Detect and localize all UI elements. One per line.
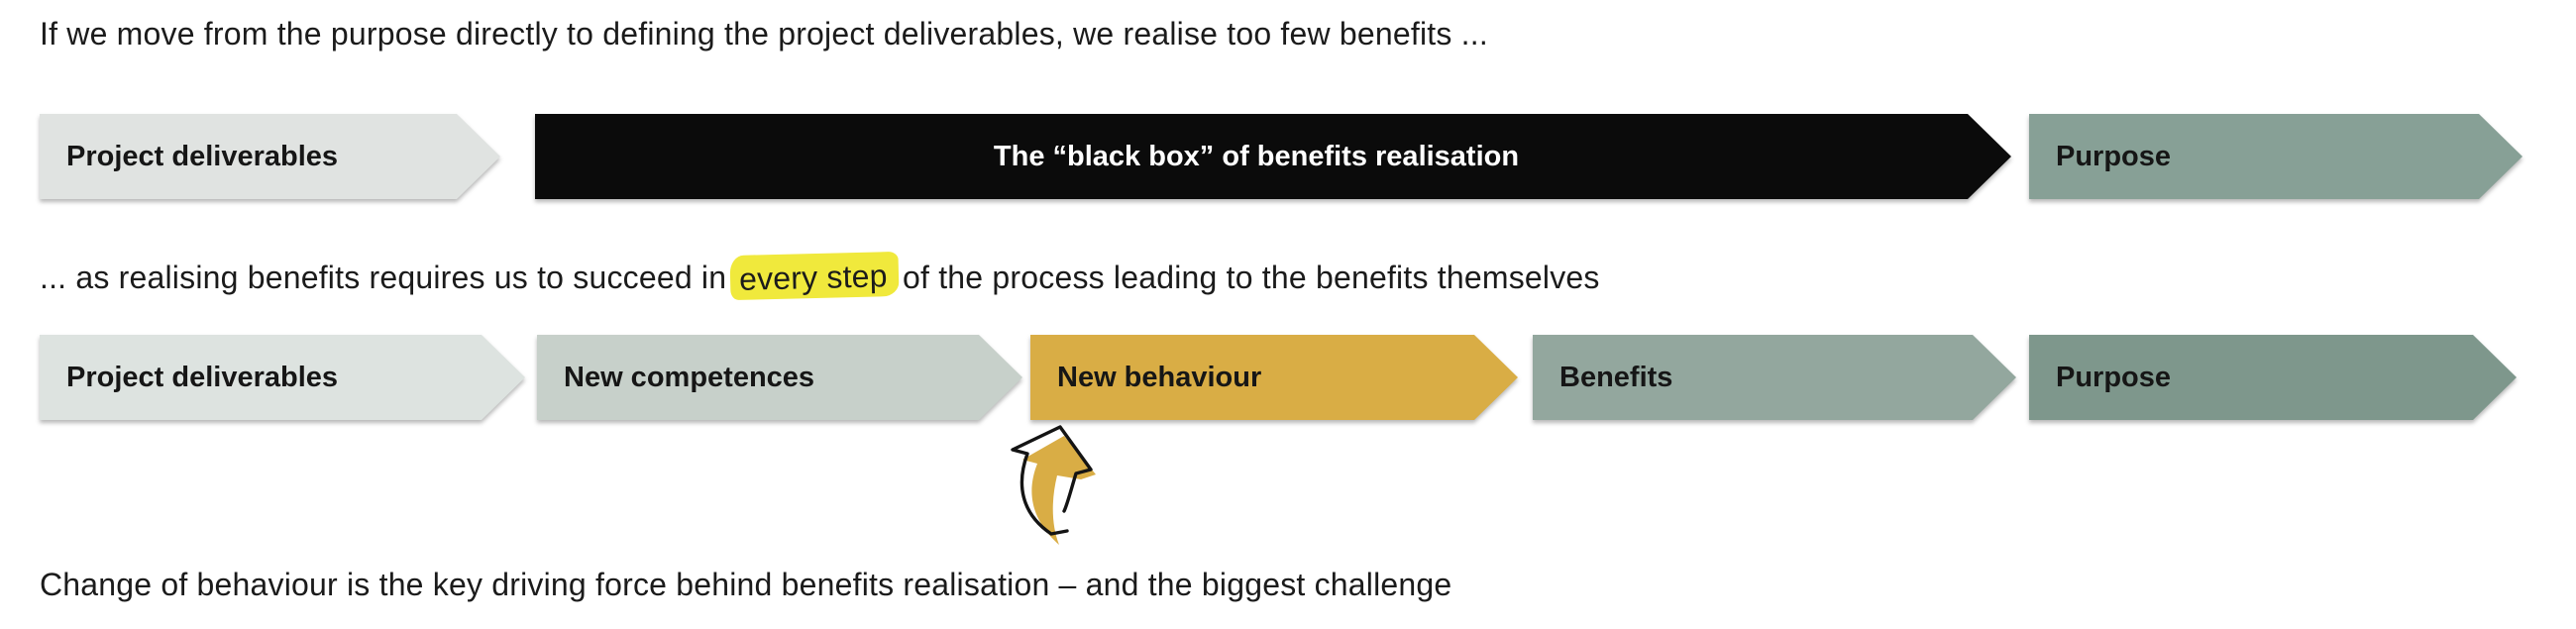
caption-bottom: Change of behaviour is the key driving f… — [40, 565, 1451, 604]
chevron-new-behaviour: New behaviour — [1030, 335, 1518, 420]
hand-arrow-outline — [1011, 425, 1093, 536]
chevron-black-box: The “black box” of benefits realisation — [535, 114, 2011, 199]
hand-drawn-arrow-icon — [1011, 425, 1096, 545]
caption-bottom-text: Change of behaviour is the key driving f… — [40, 567, 1452, 602]
chevron-benefits: Benefits — [1533, 335, 2016, 420]
chevron-project-deliverables-2: Project deliverables — [40, 335, 525, 420]
chevron-purpose-2: Purpose — [2029, 335, 2517, 420]
chevron-shape: Purpose — [2029, 335, 2517, 420]
chevron-project-deliverables-1: Project deliverables — [40, 114, 500, 199]
chevron-new-competences: New competences — [537, 335, 1022, 420]
chevron-label: The “black box” of benefits realisation — [993, 140, 1520, 172]
caption-middle-post: of the process leading to the benefits t… — [893, 260, 1600, 295]
chevron-label: Purpose — [2056, 140, 2172, 172]
chevron-label: New behaviour — [1057, 361, 1262, 393]
chevron-shape: Purpose — [2029, 114, 2522, 199]
caption-middle: ... as realising benefits requires us to… — [40, 251, 1600, 301]
chevron-shape: Project deliverables — [40, 335, 525, 420]
highlight-every-step: every step — [729, 251, 900, 301]
chevron-label: Project deliverables — [66, 140, 339, 172]
chevron-shape: The “black box” of benefits realisation — [535, 114, 2011, 199]
chevron-shape: New competences — [537, 335, 1022, 420]
caption-top-text: If we move from the purpose directly to … — [40, 16, 1488, 52]
hand-arrow-fill — [1022, 436, 1096, 545]
chevron-shape: Benefits — [1533, 335, 2016, 420]
caption-top: If we move from the purpose directly to … — [40, 14, 1488, 53]
chevron-label: Purpose — [2056, 361, 2172, 393]
chevron-label: Project deliverables — [66, 361, 339, 393]
caption-middle-pre: ... as realising benefits requires us to… — [40, 260, 736, 295]
chevron-label: New competences — [564, 361, 815, 393]
chevron-label: Benefits — [1559, 361, 1673, 393]
chevron-shape: New behaviour — [1030, 335, 1518, 420]
chevron-shape: Project deliverables — [40, 114, 500, 199]
chevron-purpose-1: Purpose — [2029, 114, 2522, 199]
